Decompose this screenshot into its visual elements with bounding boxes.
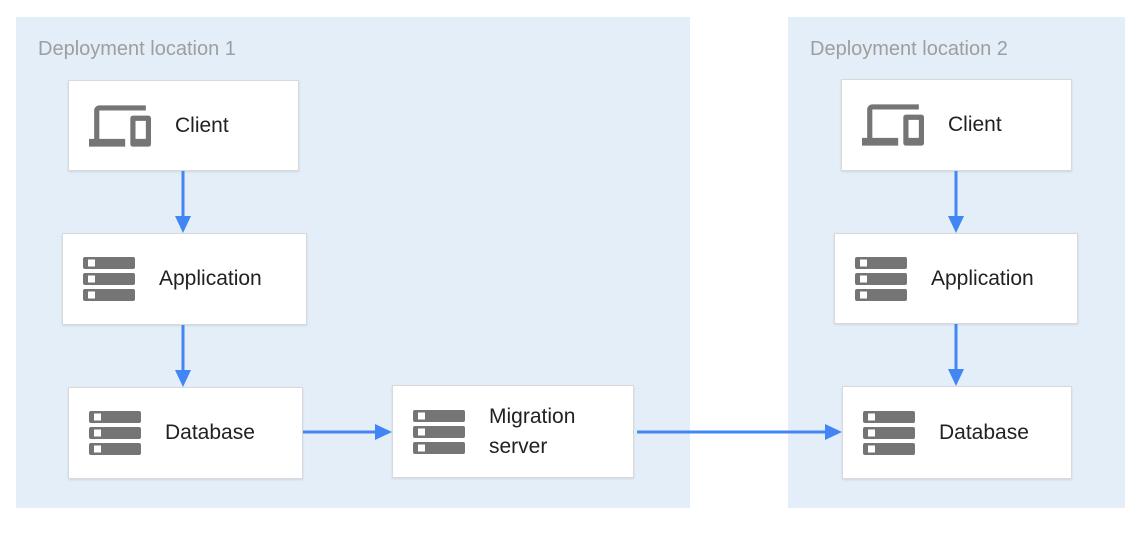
arrow-application-to-database-location2 — [948, 324, 964, 386]
node-migration-server: Migration server — [392, 385, 634, 478]
server-stack-icon — [863, 410, 915, 455]
node-database-location2: Database — [842, 386, 1072, 479]
node-client-location2: Client — [841, 79, 1072, 171]
node-label: Database — [165, 421, 255, 444]
devices-icon — [89, 102, 151, 150]
arrow-application-to-database-location1 — [175, 325, 191, 387]
server-stack-icon — [83, 257, 135, 301]
node-label: Client — [175, 113, 229, 137]
node-label: Application — [159, 267, 262, 290]
arrow-database1-to-migration-server — [303, 424, 392, 440]
deployment-location-2-label: Deployment location 2 — [810, 38, 1008, 60]
arrow-migration-server-to-database2 — [637, 424, 842, 440]
server-stack-icon — [855, 256, 907, 301]
arrow-client-to-application-location2 — [948, 171, 964, 233]
node-label: Application — [931, 266, 1034, 290]
node-label: Database — [939, 420, 1029, 444]
node-label: Client — [948, 113, 1002, 136]
node-application-location1: Application — [62, 233, 307, 325]
devices-icon — [862, 101, 924, 149]
arrow-client-to-application-location1 — [175, 171, 191, 233]
node-client-location1: Client — [68, 80, 299, 171]
node-database-location1: Database — [68, 387, 303, 479]
server-stack-icon — [413, 409, 465, 454]
server-stack-icon — [89, 411, 141, 455]
node-label: Migration server — [489, 404, 576, 458]
deployment-location-1-label: Deployment location 1 — [38, 38, 236, 60]
node-application-location2: Application — [834, 233, 1078, 324]
